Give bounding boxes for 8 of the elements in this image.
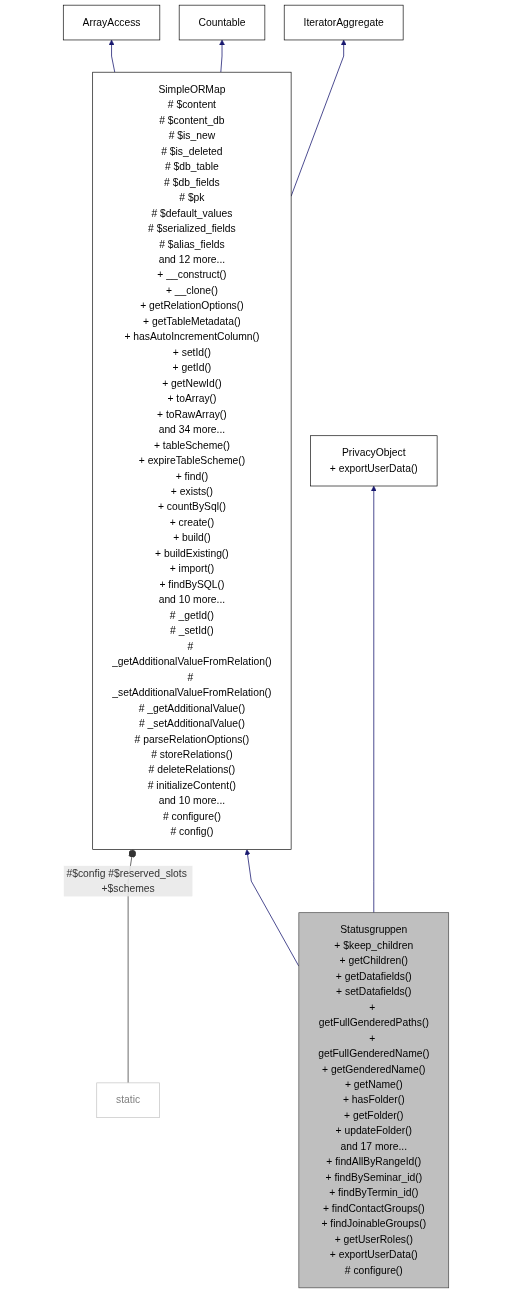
node-box: Statusgruppen + $keep_children + getChildren() + getDatafields() + setDatafields() + getFullGenderedPaths() + getFullGenderedName() + getGenderedName() + getName() + hasFolder() + getFolder() + updateFolder() and 17 more... + findAllByRangeId() + findBySeminar_id() + findByTermin_id() + findContactGroups() + findJoinableGroups() + getUserRoles() + exportUserData() # configure() [298,912,450,1289]
node-box: static [96,1082,160,1118]
node-box: IteratorAggregate [283,4,404,41]
node-box: PrivacyObject + exportUserData() [310,435,438,487]
node-box: SimpleORMap # $content # $content_db # $is_new # $is_deleted # $db_table # $db_fields # $pk # $default_values # $serialized_fields # $alias_fields and 12 more... + __construct() + __clone() + getRelationOptions() + getTableMetadata() + hasAutoIncrementColumn() + setId() + getId() + getNewId() + toArray() + toRawArray() and 34 more... + tableScheme() + expireTableScheme() + find() + exists() + countBySql() + create() + build() + buildExisting() + import() + findBySQL() and 10 more... # _getId() # _setId() # _getAdditionalValueFromRelation() # _setAdditionalValueFromRelation() # _getAdditionalValue() # _setAdditionalValue() # parseRelationOptions() # storeRelations() # deleteRelations() # initializeContent() and 10 more... # configure() # config() [92,71,292,850]
edge-label: #$config #$reserved_slots +$schemes [66,867,187,895]
node-box: ArrayAccess [62,4,161,41]
node-box: Countable [178,4,266,41]
